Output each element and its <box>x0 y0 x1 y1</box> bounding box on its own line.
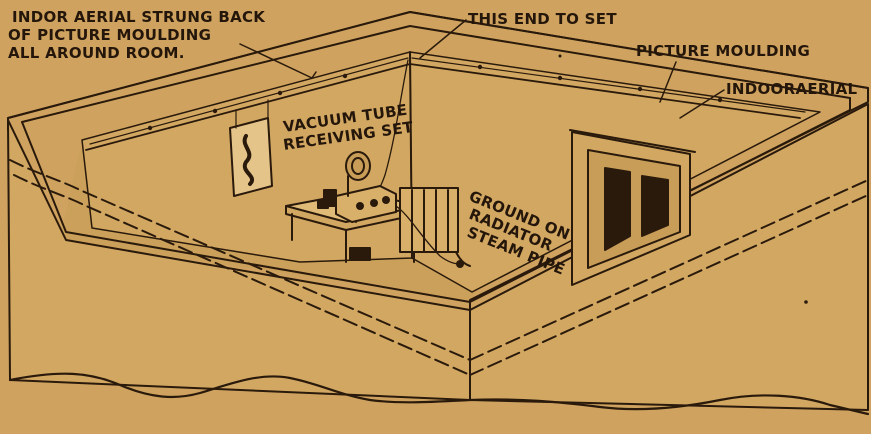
indoor-aerial-label: INDOORAERIAL <box>726 80 858 98</box>
aerial-note-line1: INDOR AERIAL STRUNG BACK <box>12 8 266 26</box>
speck-mark <box>804 300 808 304</box>
picture-moulding-label: PICTURE MOULDING <box>636 42 810 60</box>
aerial-note-line3: ALL AROUND ROOM. <box>8 44 185 62</box>
aerial-note-line2: OF PICTURE MOULDING <box>8 26 211 44</box>
speck-mark <box>559 55 562 58</box>
this-end-to-set-label: THIS END TO SET <box>468 10 617 28</box>
